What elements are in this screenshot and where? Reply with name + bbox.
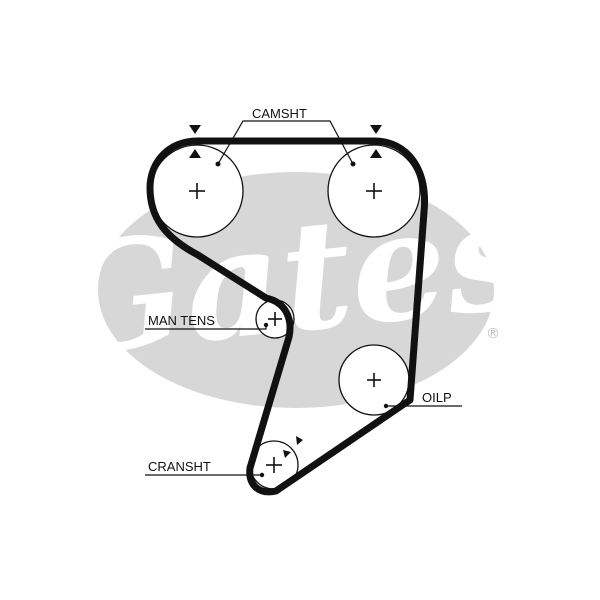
pulley-camshaft-right xyxy=(327,144,421,238)
watermark-brand: Gates xyxy=(49,166,539,391)
watermark-registered-mark: ® xyxy=(486,326,500,342)
timing-mark-right-top xyxy=(370,125,382,134)
timing-mark-crank-inner xyxy=(283,450,291,458)
timing-mark-left-inner xyxy=(189,149,201,158)
label-oil-pump: OILP xyxy=(422,390,452,405)
timing-belt xyxy=(146,137,428,496)
pulley-oil-pump xyxy=(338,344,410,416)
timing-mark-right-inner xyxy=(370,149,382,158)
timing-marks xyxy=(189,125,382,458)
timing-mark-left-top xyxy=(189,125,201,134)
pulley-camshaft-left xyxy=(150,144,244,238)
timing-mark-crank-outer xyxy=(296,436,303,445)
leader-lines xyxy=(145,120,462,476)
label-camshaft: CAMSHT xyxy=(252,106,307,121)
label-tensioner: MAN TENS xyxy=(148,313,215,328)
gates-logo-watermark: Gates ® xyxy=(49,166,539,408)
label-crankshaft: CRANSHT xyxy=(148,459,211,474)
